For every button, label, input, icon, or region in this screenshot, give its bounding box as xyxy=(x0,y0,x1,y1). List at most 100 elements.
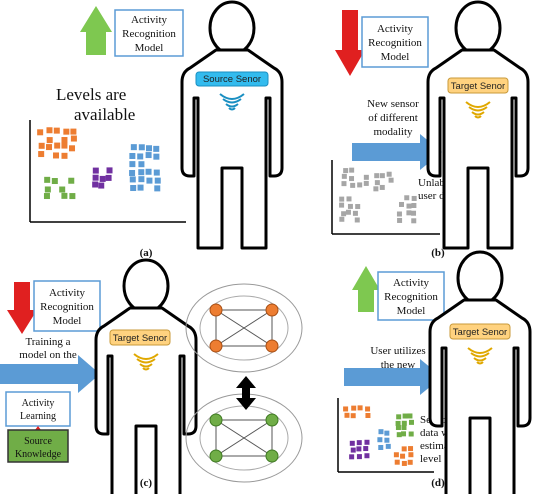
scatter-point xyxy=(379,184,385,190)
scatter-point xyxy=(388,177,394,183)
scatter-point xyxy=(346,196,352,202)
scatter-point xyxy=(130,144,137,151)
scatter-point xyxy=(46,137,53,144)
target-sensor-label-b: Target Senor xyxy=(451,81,505,92)
scatter-point xyxy=(411,218,417,224)
model-box-a-line3: Model xyxy=(135,42,164,54)
scatter-point xyxy=(61,192,68,199)
source-knowledge-2: Knowledge xyxy=(15,449,62,460)
scatter-point xyxy=(341,211,347,217)
scatter-point xyxy=(350,182,356,188)
down-arrow-icon xyxy=(7,282,37,334)
scatter-point xyxy=(146,177,153,184)
graph-node xyxy=(209,413,223,427)
scatter-point xyxy=(61,152,68,159)
person-d xyxy=(428,250,532,494)
model-box-b-line1: Activity xyxy=(377,23,414,35)
scatter-point xyxy=(394,459,400,465)
scatter-point xyxy=(401,425,407,431)
scatter-point xyxy=(401,431,407,437)
training-2: model on the xyxy=(19,349,77,361)
scatter-point xyxy=(378,429,384,435)
scatter-point xyxy=(130,185,137,192)
scatter-point xyxy=(373,186,379,192)
model-box-d-line3: Model xyxy=(397,305,426,317)
scatter-point xyxy=(146,145,153,152)
source-knowledge-box xyxy=(7,429,69,463)
scatter-point xyxy=(61,137,68,144)
scatter-point xyxy=(396,432,402,438)
scatter-point xyxy=(137,153,144,160)
scatter-point xyxy=(129,152,136,159)
scatter-point xyxy=(153,145,160,152)
scatter-point xyxy=(70,135,77,142)
scatter-point xyxy=(363,180,369,186)
scatter-point xyxy=(145,168,152,175)
scatter-point xyxy=(51,178,58,185)
scatter-point xyxy=(396,211,402,217)
activity-learning-box xyxy=(5,391,71,427)
scatter-point xyxy=(352,210,358,216)
scatter-point xyxy=(386,171,392,177)
scatter-point xyxy=(38,151,45,158)
training-1: Training a xyxy=(25,336,70,348)
scatter-point xyxy=(411,210,417,216)
scatter-point xyxy=(53,152,60,159)
scatter-point xyxy=(397,217,403,223)
scatter-point xyxy=(154,177,161,184)
graph-node xyxy=(209,303,223,317)
new-sensor-1: New sensor xyxy=(367,98,419,110)
scatter-a xyxy=(37,127,161,200)
panel-a: Activity Recognition Model Levels are av… xyxy=(29,0,284,259)
scatter-point xyxy=(63,128,70,135)
new-sensor-3: modality xyxy=(373,126,413,138)
scatter-point xyxy=(411,202,417,208)
levels-text-2: available xyxy=(74,105,135,124)
scatter-point xyxy=(43,193,50,200)
scatter-point xyxy=(365,413,371,419)
scatter-point xyxy=(364,453,370,459)
scatter-d xyxy=(343,405,414,466)
scatter-point xyxy=(354,217,360,223)
scatter-point xyxy=(396,414,402,420)
scatter-point xyxy=(38,142,45,149)
scatter-point xyxy=(59,186,66,193)
scatter-point xyxy=(408,446,414,452)
scatter-point xyxy=(341,181,347,187)
scatter-point xyxy=(46,127,53,134)
scatter-point xyxy=(98,182,105,189)
graph-node xyxy=(265,449,279,463)
scatter-point xyxy=(349,176,355,182)
up-arrow-icon xyxy=(352,266,380,312)
target-sensor-label-d: Target Senor xyxy=(453,327,507,338)
person-b xyxy=(426,0,530,250)
scatter-point xyxy=(105,174,112,181)
scatter-point xyxy=(400,453,406,459)
scatter-point xyxy=(106,167,113,174)
scatter-point xyxy=(350,413,356,419)
model-box-d-line2: Recognition xyxy=(384,291,438,303)
model-box-b-line3: Model xyxy=(381,51,410,63)
scatter-point xyxy=(339,196,345,202)
person-c xyxy=(94,258,198,494)
scatter-point xyxy=(349,440,355,446)
scatter-point xyxy=(345,209,351,215)
scatter-point xyxy=(408,419,414,425)
scatter-point xyxy=(347,203,353,209)
scatter-point xyxy=(395,420,401,426)
model-box-c-line1: Activity xyxy=(49,287,86,299)
scatter-point xyxy=(92,174,99,181)
green-graph xyxy=(185,393,303,483)
scatter-point xyxy=(385,443,391,449)
orange-graph xyxy=(185,283,303,373)
model-box-c xyxy=(33,280,101,332)
graph-node xyxy=(265,413,279,427)
model-box-c-line3: Model xyxy=(53,315,82,327)
scatter-point xyxy=(404,195,410,201)
scatter-point xyxy=(339,216,345,222)
scatter-point xyxy=(364,439,370,445)
scatter-point xyxy=(363,174,369,180)
scatter-point xyxy=(70,128,77,135)
scatter-point xyxy=(356,440,362,446)
scatter-b xyxy=(339,167,417,224)
